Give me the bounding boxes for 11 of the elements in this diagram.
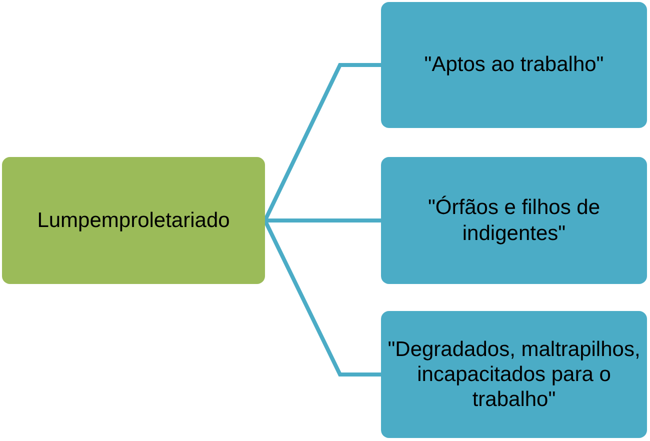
- connector-line: [263, 63, 381, 222]
- node-label: "Aptos ao trabalho": [424, 52, 604, 78]
- node-label: Lumpemproletariado: [37, 208, 230, 234]
- node-label: "Órfãos e filhos de indigentes": [426, 195, 602, 246]
- root-box: [2, 157, 265, 284]
- branch-box: [381, 2, 647, 128]
- branch-box: [381, 311, 647, 438]
- node-label: "Degradados, maltrapilhos, incapacitados para o trabalho": [387, 336, 641, 412]
- connector-line: [265, 218, 381, 222]
- branch-box: [381, 157, 647, 284]
- connector-line: [263, 220, 381, 376]
